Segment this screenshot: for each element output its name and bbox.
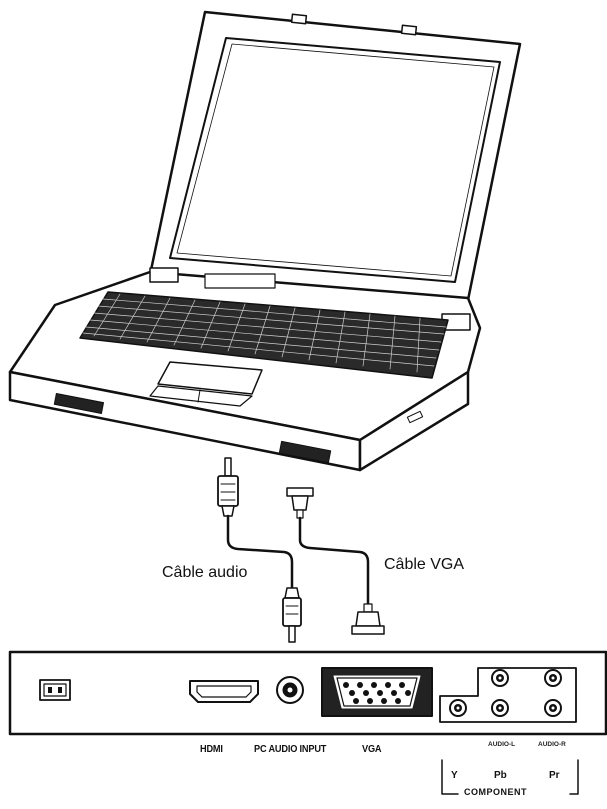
laptop-illustration [8,10,522,472]
vga-cable-label: Câble VGA [384,556,465,573]
component-bracket [441,759,579,795]
pc-audio-input-jack [276,676,304,704]
component-label: COMPONENT [464,787,527,797]
pb-jack [491,699,509,717]
power-socket [39,679,71,701]
vga-cable [286,487,385,635]
audio-cable-label: Câble audio [162,564,248,581]
audio-l-jack [491,669,509,687]
audio-r-jack [544,669,562,687]
laptop-touchpad [157,361,263,395]
pb-label: Pb [494,770,507,781]
laptop-screen [169,37,501,283]
audio-l-label: AUDIO-L [488,741,516,748]
component-input-block [439,667,577,723]
pc-audio-input-label: PC AUDIO INPUT [254,744,327,755]
hdmi-port [189,680,259,703]
y-jack [449,699,467,717]
y-label: Y [451,770,458,781]
vga-label: VGA [362,744,382,755]
tv-back-panel [8,650,607,736]
audio-r-label: AUDIO-R [538,741,566,748]
pr-label: Pr [549,770,560,781]
pr-jack [544,699,562,717]
vga-port [321,667,433,717]
hdmi-label: HDMI [200,744,223,755]
audio-cable [217,457,302,643]
